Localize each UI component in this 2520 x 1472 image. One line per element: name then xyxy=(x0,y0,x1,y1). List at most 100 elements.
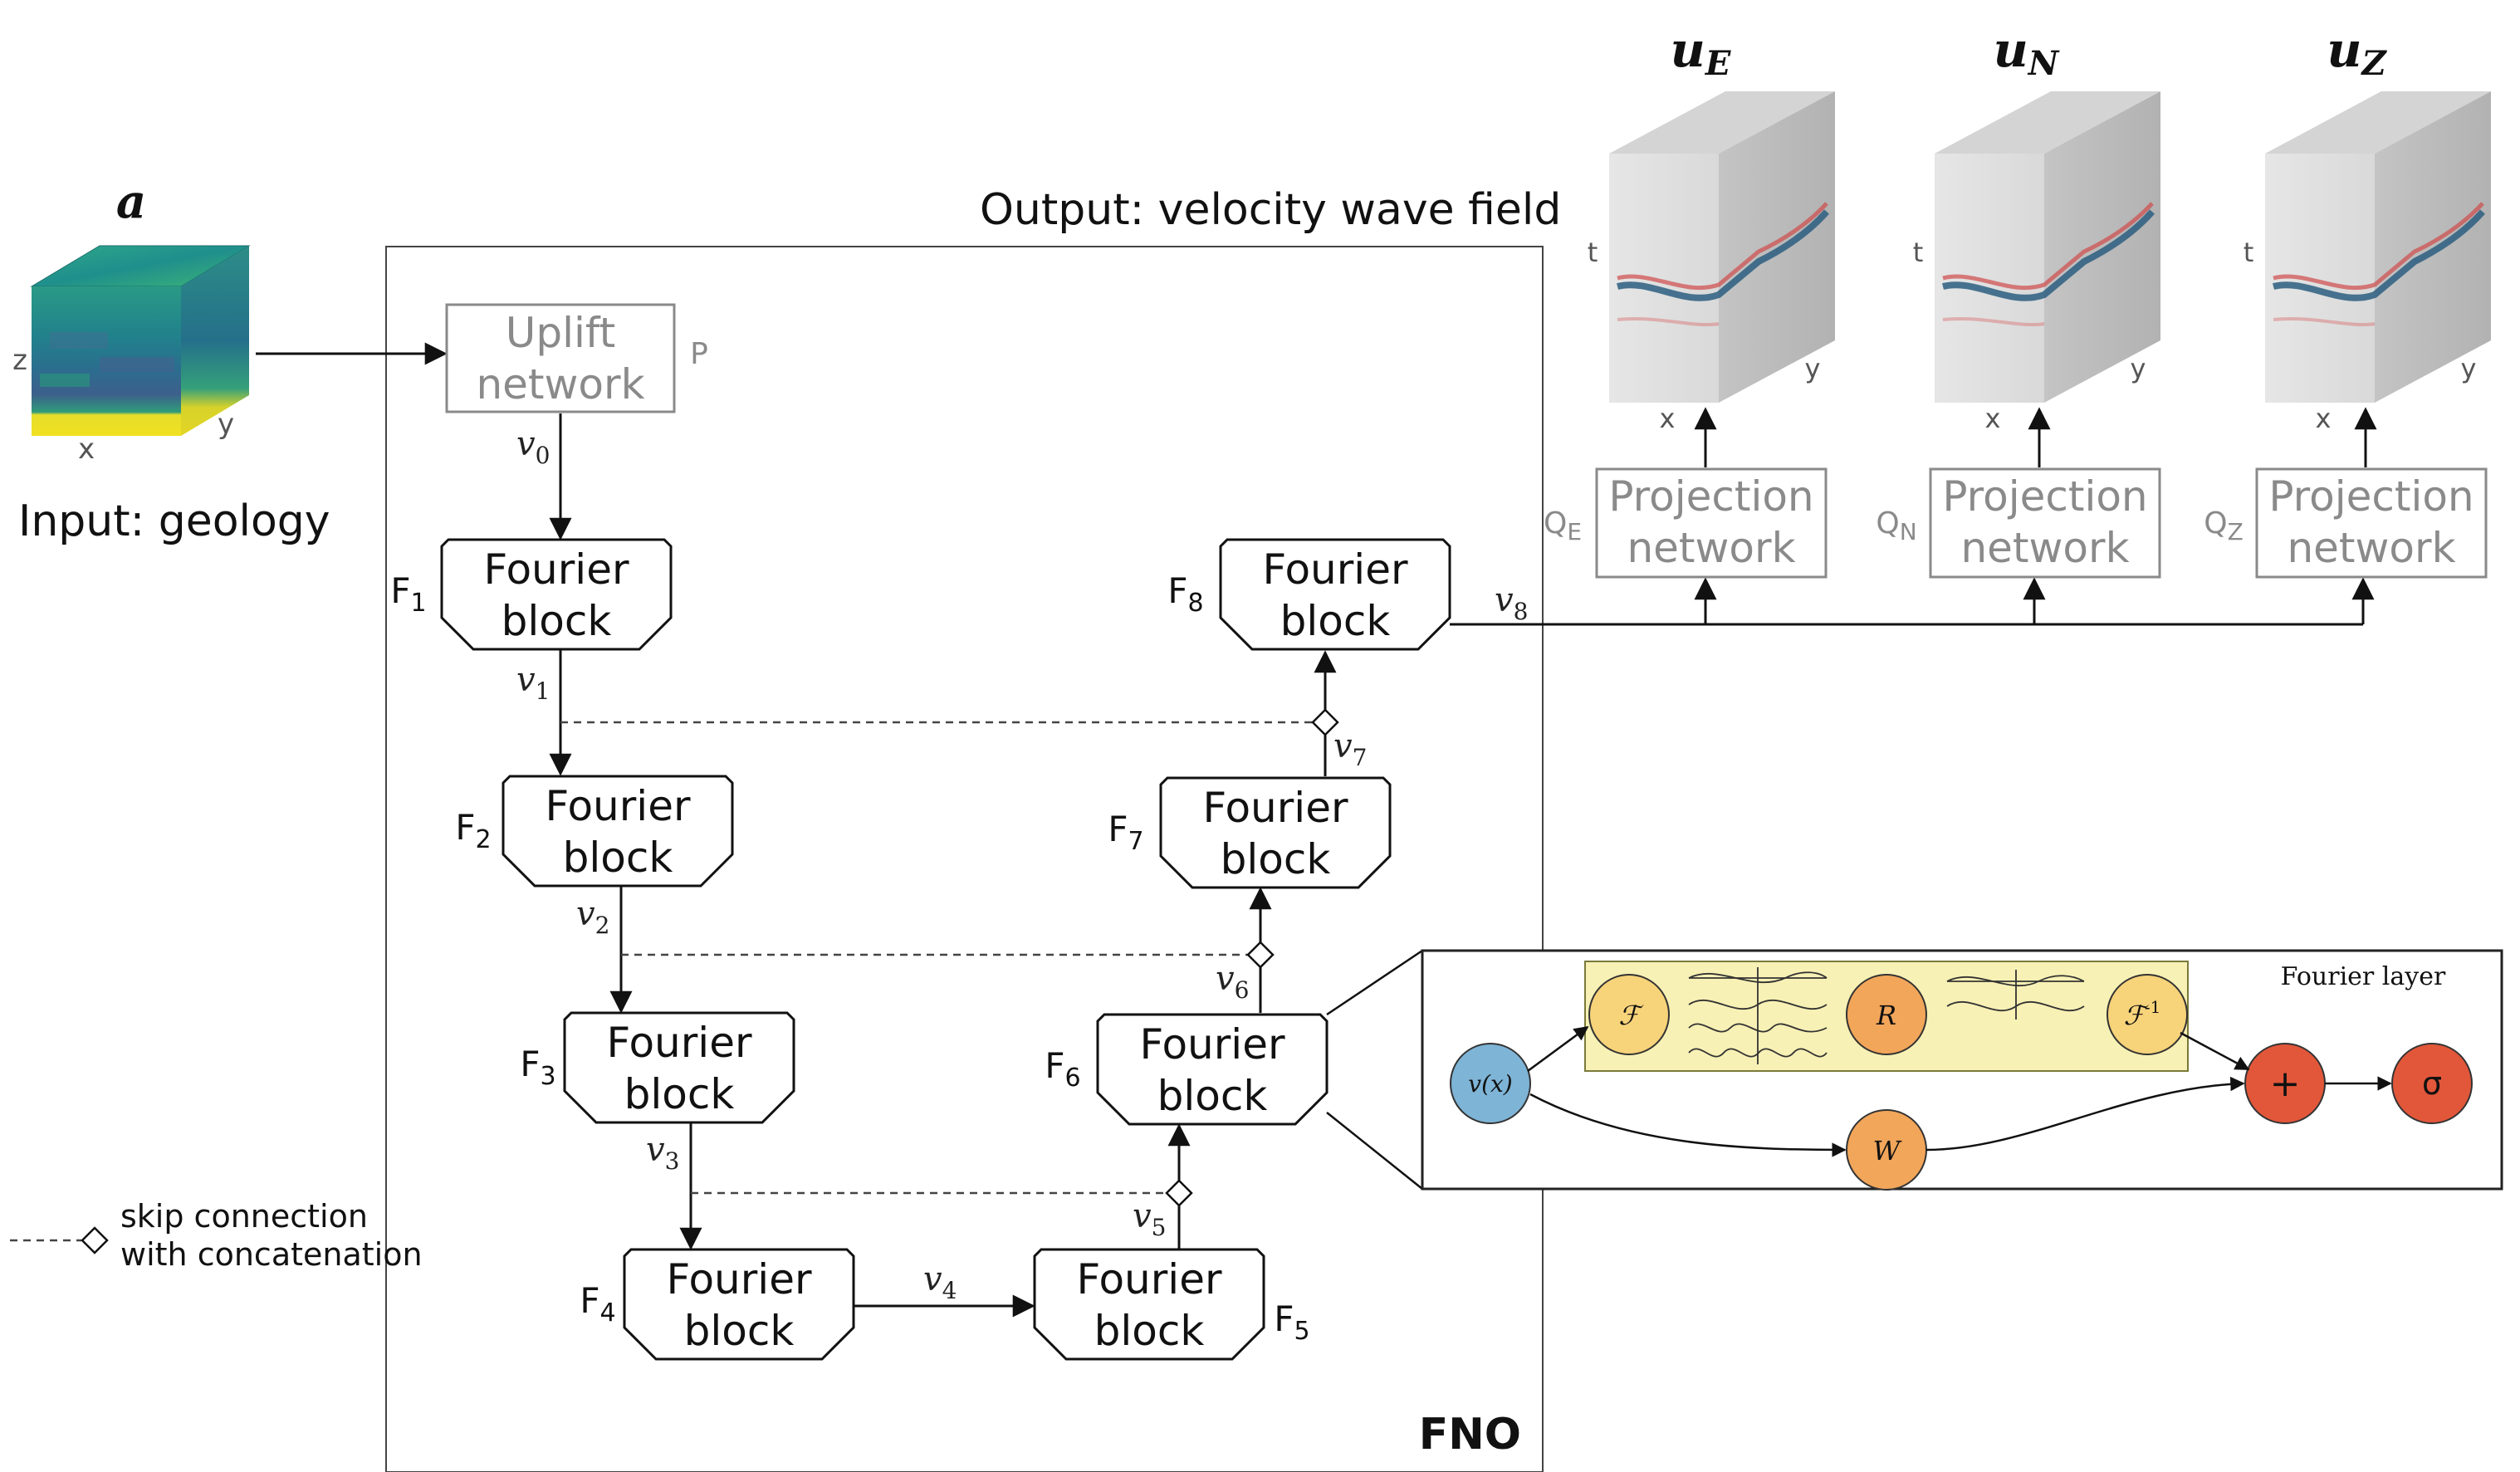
svg-text:v7: v7 xyxy=(1333,727,1367,771)
cube-axis-t: t xyxy=(2244,237,2254,268)
fourier-block-line1: Fourier xyxy=(1262,545,1407,594)
cube-axis-y: y xyxy=(2131,353,2146,384)
fourier-block-line1: Fourier xyxy=(483,545,629,594)
input-geology-cube xyxy=(30,245,251,436)
uplift-label-p: P xyxy=(690,337,708,371)
fourier-block-line2: block xyxy=(1280,597,1391,645)
cube-axis-x: x xyxy=(2316,403,2332,434)
uplift-network: Uplift network xyxy=(445,303,676,413)
concat-diamond-7 xyxy=(1311,708,1339,736)
fourier-block-label: F4 xyxy=(580,1280,615,1328)
svg-text:v1: v1 xyxy=(516,661,550,705)
concat-diamond-6 xyxy=(1246,941,1275,969)
ifft-node: ℱ-1 xyxy=(2107,974,2188,1055)
svg-text:v0: v0 xyxy=(516,425,550,469)
fourier-block-label: F7 xyxy=(1108,809,1143,856)
fourier-block-line1: Fourier xyxy=(1139,1020,1284,1069)
svg-text:v(x): v(x) xyxy=(1468,1070,1512,1098)
edge-label-v8: v8 xyxy=(1495,581,1528,625)
svg-text:v3: v3 xyxy=(646,1131,679,1175)
fourier-block-line2: block xyxy=(1221,835,1331,883)
fno-frame xyxy=(385,246,1544,1472)
fourier-block-label: F8 xyxy=(1167,570,1203,618)
fourier-block-line1: Fourier xyxy=(1202,784,1348,832)
output-symbol-uz: uZ xyxy=(2327,22,2387,83)
fourier-layer-edges xyxy=(1527,1025,2392,1157)
w-weight-node: W xyxy=(1846,1109,1927,1191)
projection-label-qz: QZ xyxy=(2204,506,2244,545)
cube-axis-x: x xyxy=(1985,403,2001,434)
fft-node: ℱ xyxy=(1588,974,1670,1055)
output-cube-e xyxy=(1609,91,1835,403)
legend-line2: with concatenation xyxy=(120,1236,423,1273)
sum-node: + xyxy=(2244,1043,2326,1124)
projection-line2: network xyxy=(1960,524,2129,572)
input-title: Input: geology xyxy=(18,496,330,546)
edge-label-v5: v5 xyxy=(1133,1197,1166,1241)
projection-line2: network xyxy=(2287,524,2455,572)
fourier-block-label: F3 xyxy=(520,1044,555,1091)
output-cube-z xyxy=(2265,91,2491,403)
edge-label-v4: v4 xyxy=(923,1260,957,1304)
cube-axis-y: y xyxy=(2461,353,2477,384)
edge-label-v2: v2 xyxy=(576,895,609,939)
svg-text:v2: v2 xyxy=(576,895,609,939)
r-weight-node: R xyxy=(1846,974,1927,1055)
fourier-layer-title: Fourier layer xyxy=(2281,962,2446,991)
input-axis-z: z xyxy=(12,344,27,377)
projection-line1: Projection xyxy=(2268,472,2474,521)
output-title: Output: velocity wave field xyxy=(980,185,1561,235)
zoom-line-top xyxy=(1326,949,1423,1016)
svg-text:v5: v5 xyxy=(1133,1197,1166,1241)
input-symbol: a xyxy=(116,174,146,229)
cube-axis-y: y xyxy=(1805,353,1821,384)
cube-axis-x: x xyxy=(1660,403,1676,434)
fourier-block-line2: block xyxy=(624,1070,735,1118)
fourier-block-line1: Fourier xyxy=(666,1255,811,1303)
legend-skip-connection: skip connection with concatenation xyxy=(10,1198,423,1273)
projection-label-qn: QN xyxy=(1876,506,1916,545)
fourier-block-line2: block xyxy=(563,834,673,882)
svg-text:v6: v6 xyxy=(1216,960,1249,1004)
fourier-block-line1: Fourier xyxy=(606,1019,751,1067)
fourier-layer-input-node: v(x) xyxy=(1450,1043,1531,1124)
edge-label-v3: v3 xyxy=(646,1131,679,1175)
svg-text:v4: v4 xyxy=(923,1260,957,1304)
output-symbol-un: uN xyxy=(1994,22,2060,83)
projection-label-qe: QE xyxy=(1544,506,1582,545)
uplift-line2: network xyxy=(476,360,644,408)
spectral-wave-sketch-left xyxy=(1688,967,1828,1064)
spectral-wave-sketch-right xyxy=(1946,970,2085,1020)
svg-text:v8: v8 xyxy=(1495,581,1528,625)
zoom-line-bottom xyxy=(1326,1112,1423,1190)
edge-label-v0: v0 xyxy=(516,425,550,469)
activation-node: σ xyxy=(2391,1043,2473,1124)
uplift-line1: Uplift xyxy=(506,309,615,357)
fourier-block-line1: Fourier xyxy=(545,782,690,830)
edge-label-v6: v6 xyxy=(1216,960,1249,1004)
edge-label-v7: v7 xyxy=(1333,727,1367,771)
output-symbol-ue: uE xyxy=(1671,22,1731,83)
fourier-block-label: F2 xyxy=(455,807,491,854)
concat-diamond-5 xyxy=(1165,1179,1193,1207)
input-axis-y: y xyxy=(218,408,234,441)
svg-text:R: R xyxy=(1876,1000,1896,1031)
fourier-block-label: F5 xyxy=(1274,1298,1309,1346)
svg-text:+: + xyxy=(2270,1063,2301,1105)
fourier-block-label: F6 xyxy=(1045,1045,1080,1093)
svg-text:σ: σ xyxy=(2422,1065,2442,1102)
cube-axis-t: t xyxy=(1913,237,1924,268)
legend-line1: skip connection xyxy=(120,1198,368,1235)
